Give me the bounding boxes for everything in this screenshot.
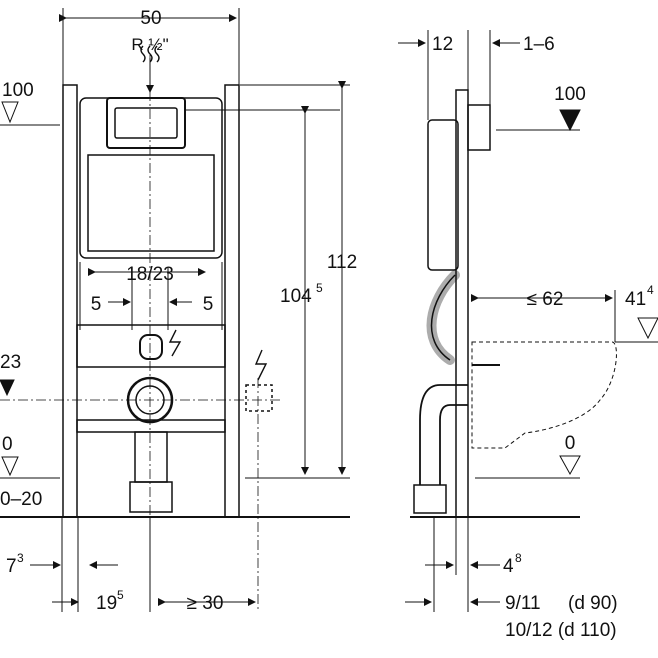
label-bottom-min30: ≥ 30 [187,593,224,614]
level-100-left-marker [1,101,19,124]
label-side-max62: ≤ 62 [527,289,564,310]
level-23-marker [0,379,15,397]
label-level-23: 23 [0,352,21,373]
label-bottom-19: 19 [96,593,117,614]
electric-box [245,384,273,412]
label-height-104: 104 [280,286,312,307]
side-cistern [427,119,459,271]
label-side-12: 12 [432,34,453,55]
level-0-left-marker [1,456,19,477]
water-connection [139,334,163,360]
label-bottom-7: 7 [6,556,17,577]
label-level-0-right: 0 [565,433,576,454]
label-level-0-left: 0 [2,434,13,455]
side-view [410,30,658,612]
label-pipe-911: 9/11 [505,593,541,614]
label-top-width: 50 [140,8,161,29]
cistern-panel [87,154,215,252]
label-bottom-19-sup: 5 [117,588,124,602]
side-drain [413,484,447,514]
label-side-4: 4 [503,556,514,577]
frame-left-leg [62,84,78,518]
lightning-small-icon [168,329,182,357]
lightning-icon [254,349,268,381]
side-dimensions [398,39,658,606]
label-left-5: 5 [91,294,102,315]
label-level-100-left: 100 [2,80,34,101]
flush-plate [106,97,186,149]
label-right-5: 5 [203,294,214,315]
label-level-100-right: 100 [554,84,586,105]
label-pipe: R ½" [131,35,168,54]
label-side-1-6: 1–6 [523,34,555,55]
level-100-right-marker [559,109,581,132]
drain-pipe [129,481,173,513]
symbols [140,45,268,381]
label-pipe-d90: (d 90) [568,593,618,614]
toilet-bowl-outline [471,341,617,449]
front-view [0,8,350,610]
label-range-0-20: 0–20 [0,489,42,510]
dimension-labels: 50 R ½" 112 104 5 18/23 5 5 100 23 0 0–2… [0,8,654,641]
label-height-112: 112 [327,252,357,273]
cistern-body [79,97,223,259]
label-height-104-sup: 5 [316,281,323,295]
label-bottom-7-sup: 3 [17,551,24,565]
water-symbol-icon [140,45,160,63]
label-side-4-sup: 8 [515,551,522,565]
side-frame [455,89,469,518]
front-dimensions [0,14,346,612]
side-flush-plate [467,104,491,151]
label-pipe-1012: 10/12 (d 110) [505,620,617,641]
frame-right-leg [224,84,240,518]
label-side-41-sup: 4 [647,283,654,297]
frame-crossbar [76,324,226,368]
label-spacing-18-23: 18/23 [126,264,174,285]
level-0-right-marker [559,455,581,476]
label-side-41: 41 [625,289,646,310]
level-41-marker [637,317,658,340]
